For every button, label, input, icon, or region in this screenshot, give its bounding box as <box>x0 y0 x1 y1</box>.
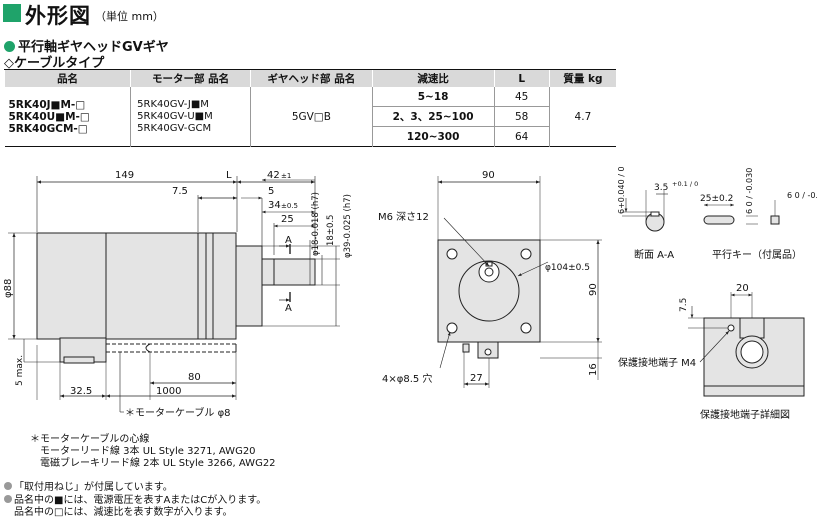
ratio-cell: 5~18 <box>371 87 495 107</box>
dim-32-5: 32.5 <box>70 386 92 397</box>
footer-text: 品名中の■には、電源電圧を表すAまたはCが入ります。 <box>14 494 267 506</box>
dim-34-tol: ±0.5 <box>281 202 298 210</box>
motor-cell: 5RK40GV-J■M 5RK40GV-U■M 5RK40GV-GCM <box>130 87 251 147</box>
terminal-label: 保護接地端子 M4 <box>618 356 696 369</box>
footer-line: 品名中の■には、電源電圧を表すAまたはCが入ります。 <box>4 494 267 508</box>
key-dim-6b: 6 0 / -0.030 <box>787 191 817 200</box>
motor-name: 5RK40GV-GCM <box>137 122 212 134</box>
product-name: 5RK40J■M-□ <box>8 98 86 111</box>
table-row: 5RK40J■M-□ 5RK40U■M-□ 5RK40GCM-□ 5RK40GV… <box>5 87 616 147</box>
dim-3-5-tol: +0.1 / 0 <box>672 180 698 188</box>
dim-phi104: φ104±0.5 <box>545 263 590 273</box>
bullet-icon <box>4 41 15 52</box>
note-line: モーターリード線 3本 UL Style 3271, AWG20 <box>40 446 256 457</box>
th-L: L <box>493 69 550 87</box>
gearhead-cell: 5GV□B <box>250 87 373 147</box>
product-subtitle: 平行軸ギヤヘッドGVギヤ <box>4 36 169 55</box>
terminal-dim-7-5: 7.5 <box>679 298 689 312</box>
key-view <box>703 200 780 225</box>
product-name: 5RK40U■M-□ <box>8 110 90 123</box>
title-marker <box>3 4 21 22</box>
terminal-caption: 保護接地端子詳細図 <box>700 408 790 421</box>
footer-line: 品名中の□には、減速比を表す数字が入ります。 <box>14 507 233 518</box>
subtitle-text: 平行軸ギヤヘッドGVギヤ <box>18 40 169 55</box>
unit-label: （単位 mm） <box>95 10 164 23</box>
bullet-icon <box>4 482 12 490</box>
th-ratio: 減速比 <box>371 69 495 87</box>
dim-16: 16 <box>588 363 599 376</box>
holes-label: 4×φ8.5 穴 <box>382 372 432 385</box>
dim-7-5: 7.5 <box>172 186 188 197</box>
m6-label: M6 深さ12 <box>378 211 429 223</box>
dim-phi18: φ18-0.018 (h7) <box>311 192 321 256</box>
key-label: 平行キー（付属品） <box>712 248 802 261</box>
section-A-bottom: A <box>285 303 292 314</box>
dim-90-side: 90 <box>588 283 599 296</box>
mass-cell: 4.7 <box>548 87 616 147</box>
page-title: 外形図 <box>25 4 91 28</box>
terminal-view <box>688 292 805 397</box>
spec-table: 品名 モーター部 品名 ギヤヘッド部 品名 減速比 L 質量 kg 5RK40J… <box>3 69 617 147</box>
product-name: 5RK40GCM-□ <box>8 122 88 135</box>
dim-34: 34 <box>268 200 281 211</box>
dim-1000: 1000 <box>156 386 181 397</box>
product-cell: 5RK40J■M-□ 5RK40U■M-□ 5RK40GCM-□ <box>5 87 131 147</box>
cable-label: ＊モーターケーブル φ8 <box>125 406 231 419</box>
motor-name: 5RK40GV-J■M <box>137 98 209 110</box>
footer-line: 「取付用ねじ」が付属しています。 <box>4 482 266 495</box>
dim-42: 42 <box>267 170 280 181</box>
dim-5: 5 <box>268 186 274 197</box>
dim-80: 80 <box>188 372 201 383</box>
section-A-top: A <box>285 235 292 246</box>
note-line: 電磁ブレーキリード線 2本 UL Style 3266, AWG22 <box>40 458 276 469</box>
cable-notes: ＊モーターケーブルの心線 モーターリード線 3本 UL Style 3271, … <box>30 434 276 470</box>
L-cell: 64 <box>493 126 550 147</box>
dim-3-5: 3.5 <box>654 183 668 193</box>
terminal-dim-20: 20 <box>736 283 749 294</box>
footer-text: 「取付用ねじ」が付属しています。 <box>14 482 173 493</box>
table-row: 120~300 64 <box>5 126 617 147</box>
side-view <box>8 176 340 413</box>
dim-L: L <box>226 170 232 181</box>
side-dim-texts: 149 L 42 ±1 7.5 5 34 ±0.5 25 A A φ88 φ18… <box>3 170 353 419</box>
motor-name: 5RK40GV-U■M <box>137 110 213 122</box>
dim-25: 25 <box>281 214 294 225</box>
front-dim-texts: 90 M6 深さ12 φ104±0.5 90 4×φ8.5 穴 27 16 <box>378 170 599 385</box>
dim-27: 27 <box>470 373 483 384</box>
section-texts: 6+0.040 / 0 3.5 +0.1 / 0 断面 A-A <box>617 166 698 261</box>
dim-149: 149 <box>115 170 134 181</box>
dim-6-tol: 6+0.040 / 0 <box>617 166 626 214</box>
ratio-cell: 2、3、25~100 <box>371 106 495 127</box>
dim-phi39: φ39-0.025 (h7) <box>343 194 353 258</box>
key-dim-6a: 6 0 / -0.030 <box>745 168 754 214</box>
th-motor: モーター部 品名 <box>130 69 251 87</box>
note-line: ＊モーターケーブルの心線 <box>30 434 150 445</box>
section-view <box>622 190 668 232</box>
bullet-icon <box>4 494 12 503</box>
terminal-texts: 20 7.5 保護接地端子 M4 保護接地端子詳細図 <box>618 283 790 421</box>
key-dim-25: 25±0.2 <box>700 194 733 204</box>
front-view <box>437 176 602 388</box>
table-header-row: 品名 モーター部 品名 ギヤヘッド部 品名 減速比 L 質量 kg <box>3 69 616 87</box>
section-label: 断面 A-A <box>634 248 674 261</box>
L-cell: 45 <box>493 87 550 107</box>
th-gearhead: ギヤヘッド部 品名 <box>250 69 373 87</box>
L-cell: 58 <box>493 106 550 127</box>
th-product: 品名 <box>3 69 131 87</box>
dim-90-top: 90 <box>482 170 495 181</box>
dim-42-tol: ±1 <box>281 172 291 180</box>
dim-5max: 5 max. <box>15 355 25 386</box>
ratio-cell: 120~300 <box>371 126 495 147</box>
th-mass: 質量 kg <box>548 69 616 87</box>
footer-notes: 「取付用ねじ」が付属しています。 品名中の■には、電源電圧を表すAまたはCが入り… <box>4 482 266 520</box>
dim-18: 18±0.5 <box>326 215 336 246</box>
dim-phi88: φ88 <box>3 279 14 298</box>
key-texts: 25±0.2 6 0 / -0.030 6 0 / -0.030 平行キー（付属… <box>700 168 817 261</box>
table-row: 2、3、25~100 58 <box>5 106 617 127</box>
type-subtitle: ◇ケーブルタイプ <box>4 56 105 71</box>
